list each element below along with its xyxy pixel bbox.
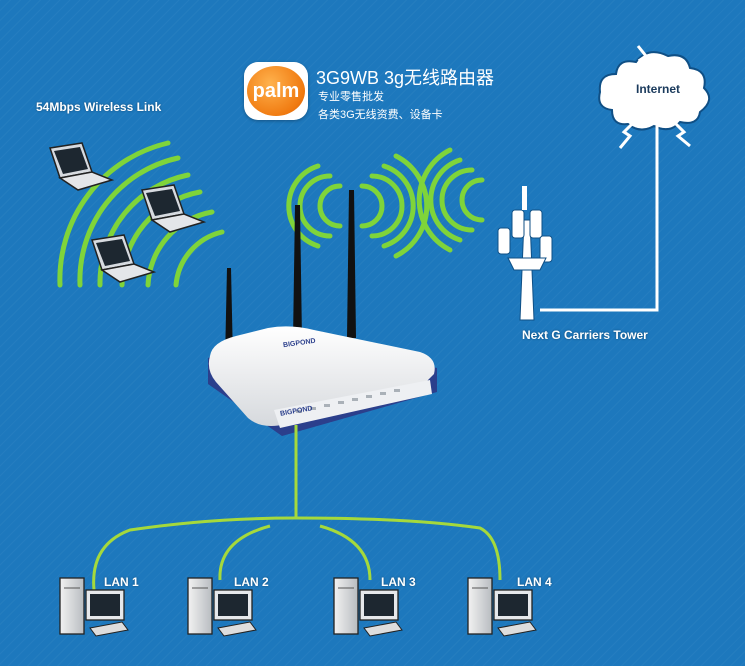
tower-label: Next G Carriers Tower	[522, 328, 648, 342]
subtitle-line-2: 各类3G无线资费、设备卡	[318, 109, 443, 121]
internet-cloud-icon	[598, 45, 711, 149]
internet-link-line	[540, 126, 659, 312]
palm-logo-text: palm	[247, 66, 305, 116]
laptop-icon	[49, 142, 115, 191]
wireless-link-label: 54Mbps Wireless Link	[36, 100, 162, 114]
pc-icon	[187, 577, 257, 637]
internet-label: Internet	[636, 82, 681, 96]
pc-icon	[333, 577, 403, 637]
product-title: 3G9WB 3g无线路由器	[316, 68, 495, 88]
laptop-icon	[91, 234, 157, 283]
pc-icon	[59, 577, 129, 637]
subtitle-line-1: 专业零售批发	[318, 91, 384, 103]
lan-1-label: LAN 1	[104, 575, 139, 589]
palm-logo: palm	[244, 62, 308, 120]
pc-icon	[467, 577, 537, 637]
lan-4-label: LAN 4	[517, 575, 552, 589]
laptop-icon	[141, 184, 207, 233]
router-antennas	[225, 190, 356, 360]
lan-2-label: LAN 2	[234, 575, 269, 589]
wireless-signal-tower	[416, 147, 485, 253]
router-icon	[208, 326, 437, 436]
cell-tower-icon	[497, 186, 553, 321]
lan-3-label: LAN 3	[381, 575, 416, 589]
wireless-signal-router	[286, 153, 430, 259]
wireless-signal-left	[57, 140, 225, 288]
lan-connections	[92, 425, 502, 591]
